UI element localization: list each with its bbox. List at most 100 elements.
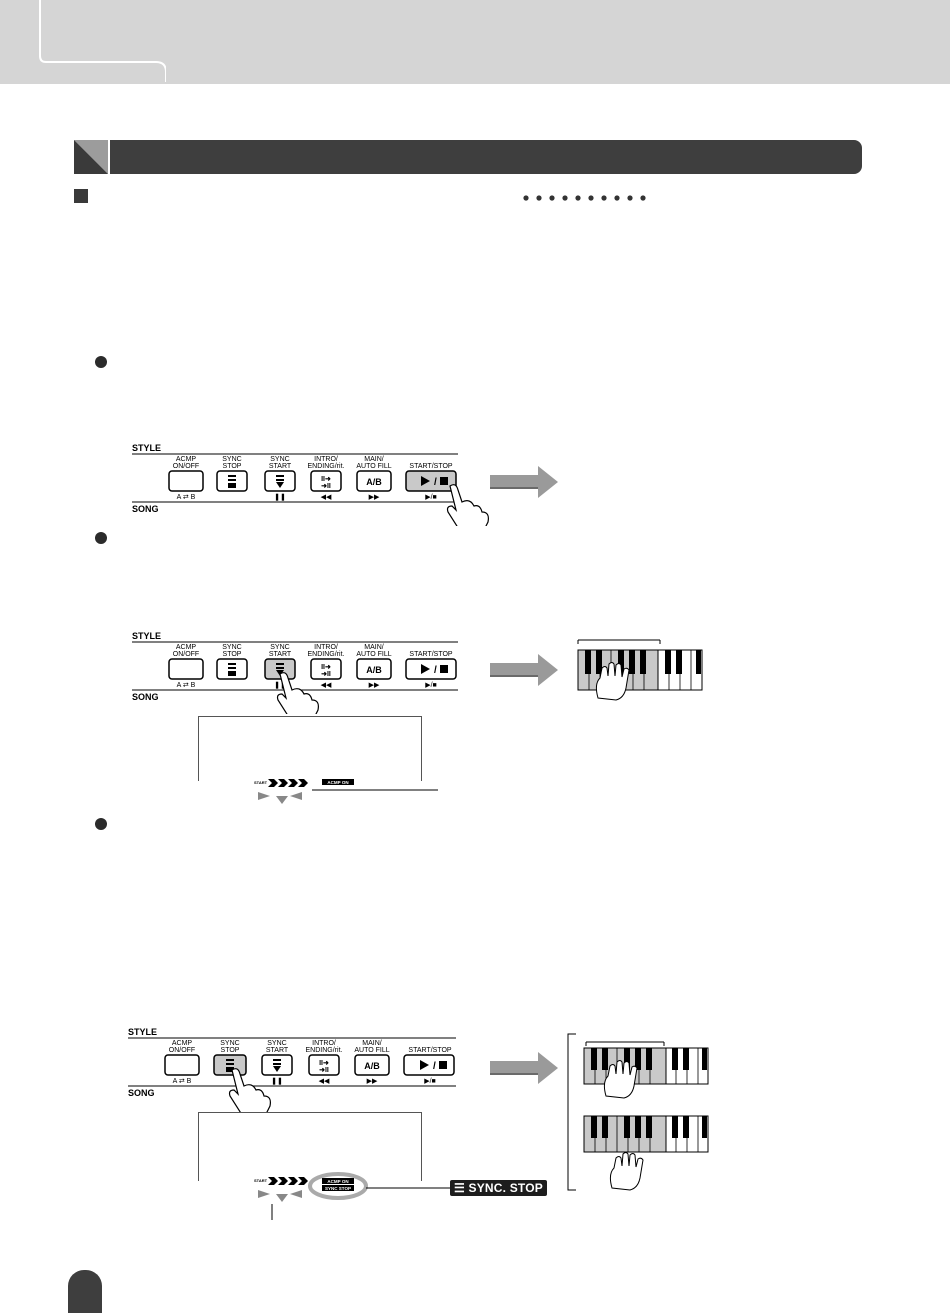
arrow-right-icon <box>490 654 558 686</box>
btn-acmp-top: ACMP <box>176 456 197 463</box>
svg-text:A/B: A/B <box>364 1061 380 1071</box>
main-autofill-button[interactable] <box>354 1054 390 1076</box>
svg-text:❚❚: ❚❚ <box>271 1077 283 1085</box>
panel-song-label: SONG <box>132 504 159 514</box>
svg-text:ACMP: ACMP <box>176 644 197 651</box>
svg-text:STOP: STOP <box>223 651 242 658</box>
sync-stop-callout-label: ☰ SYNC. STOP <box>450 1180 547 1196</box>
svg-text:◀◀: ◀◀ <box>319 1078 330 1085</box>
btn-intro-bottom: ENDING/rit. <box>308 463 345 470</box>
svg-text:ON/OFF: ON/OFF <box>173 651 199 658</box>
sync-stop-indicator: SYNC STOP <box>325 1186 351 1191</box>
svg-text:START: START <box>254 780 268 785</box>
svg-text:▶▶: ▶▶ <box>369 682 380 689</box>
svg-text:SYNC: SYNC <box>220 1040 239 1047</box>
header-tab-outline <box>39 0 166 82</box>
svg-text:/: / <box>434 665 437 676</box>
btn-main-top: MAIN/ <box>364 456 384 463</box>
svg-text:SYNC: SYNC <box>267 1040 286 1047</box>
svg-text:ACMP: ACMP <box>172 1040 193 1047</box>
start-stop-button[interactable] <box>405 470 457 492</box>
main-autofill-button[interactable] <box>356 470 392 492</box>
svg-text:INTRO/: INTRO/ <box>314 644 338 651</box>
btn-syncstart-under: ❚❚ <box>274 493 286 501</box>
lcd-display-3 <box>198 1112 422 1181</box>
section-marker-icon <box>74 140 108 174</box>
beat-indicator: START ACMP ON <box>254 779 438 804</box>
svg-text:START: START <box>269 651 292 658</box>
svg-text:AUTO FILL: AUTO FILL <box>354 1047 389 1054</box>
acmp-button[interactable] <box>168 658 204 680</box>
sync-stop-icon: ☰ <box>454 1181 469 1195</box>
svg-text:A ⇄ B: A ⇄ B <box>173 1078 192 1085</box>
keyboards-press-release <box>567 1033 709 1191</box>
start-stop-button[interactable] <box>405 658 457 680</box>
btn-intro-top: INTRO/ <box>314 456 338 463</box>
svg-text:➜II: ➜II <box>321 671 331 678</box>
svg-text:/: / <box>434 477 437 488</box>
svg-text:ACMP ON: ACMP ON <box>327 1179 348 1184</box>
btn-startstop-label: START/STOP <box>409 463 453 470</box>
svg-text:▶▶: ▶▶ <box>367 1078 378 1085</box>
svg-text:STYLE: STYLE <box>132 631 161 641</box>
arrow-right-icon <box>490 466 558 498</box>
svg-text:◀◀: ◀◀ <box>321 682 332 689</box>
btn-intro-under: ◀◀ <box>321 494 332 501</box>
svg-text:▶/■: ▶/■ <box>425 682 437 689</box>
svg-text:❚❚: ❚❚ <box>274 681 286 689</box>
svg-text:SONG: SONG <box>128 1088 155 1098</box>
intro-ending-button[interactable] <box>310 658 342 680</box>
svg-text:II➜: II➜ <box>319 1060 329 1067</box>
subsection-square-icon <box>74 189 88 203</box>
svg-text:START: START <box>266 1047 289 1054</box>
acmp-button[interactable] <box>164 1054 200 1076</box>
intro-ending-button[interactable] <box>308 1054 340 1076</box>
acmp-button[interactable] <box>168 470 204 492</box>
section-title-bar <box>110 140 862 174</box>
btn-syncstart-top: SYNC <box>270 456 289 463</box>
svg-text:AUTO FILL: AUTO FILL <box>356 651 391 658</box>
btn-syncstop-bottom: STOP <box>223 463 242 470</box>
svg-text:SYNC: SYNC <box>270 644 289 651</box>
svg-text:➜II: ➜II <box>319 1067 329 1074</box>
arrow-right-icon <box>490 1052 558 1084</box>
svg-text:MAIN/: MAIN/ <box>364 644 384 651</box>
svg-text:SYNC: SYNC <box>222 644 241 651</box>
btn-acmp-under: A ⇄ B <box>177 494 196 501</box>
svg-text:ENDING/rit.: ENDING/rit. <box>306 1047 343 1054</box>
svg-text:ON/OFF: ON/OFF <box>169 1047 195 1054</box>
btn-main-under: ▶▶ <box>369 494 380 501</box>
bullet-1 <box>95 356 107 368</box>
svg-text:A/B: A/B <box>366 665 382 675</box>
page-number-tab <box>68 1270 102 1313</box>
bullet-3 <box>95 818 107 830</box>
svg-text:ENDING/rit.: ENDING/rit. <box>308 651 345 658</box>
svg-text:MAIN/: MAIN/ <box>362 1040 382 1047</box>
svg-text:START: START <box>254 1178 268 1183</box>
keyboard-left-hand-icon <box>577 639 703 701</box>
btn-syncstop-top: SYNC <box>222 456 241 463</box>
svg-text:STYLE: STYLE <box>128 1027 157 1037</box>
btn-syncstart-bottom: START <box>269 463 292 470</box>
svg-text:SONG: SONG <box>132 692 159 702</box>
page-header-band <box>0 0 950 84</box>
btn-main-bottom: AUTO FILL <box>356 463 391 470</box>
beat-indicator-sync-stop: START ACMP ON SYNC STOP <box>254 1172 450 1220</box>
svg-text:START/STOP: START/STOP <box>409 651 453 658</box>
ab-glyph: A/B <box>366 477 382 487</box>
main-autofill-button[interactable] <box>356 658 392 680</box>
intro-ending-button[interactable] <box>310 470 342 492</box>
svg-text:INTRO/: INTRO/ <box>312 1040 336 1047</box>
svg-text:/: / <box>433 1061 436 1072</box>
svg-text:II➜: II➜ <box>321 476 331 483</box>
bullet-2 <box>95 532 107 544</box>
svg-text:II➜: II➜ <box>321 664 331 671</box>
dotted-leader <box>523 195 646 201</box>
svg-text:▶/■: ▶/■ <box>424 1078 436 1085</box>
svg-text:➜II: ➜II <box>321 483 331 490</box>
btn-acmp-bottom: ON/OFF <box>173 463 199 470</box>
svg-text:A ⇄ B: A ⇄ B <box>177 682 196 689</box>
lcd-display-2 <box>198 716 422 781</box>
acmp-on-indicator: ACMP ON <box>327 780 348 785</box>
